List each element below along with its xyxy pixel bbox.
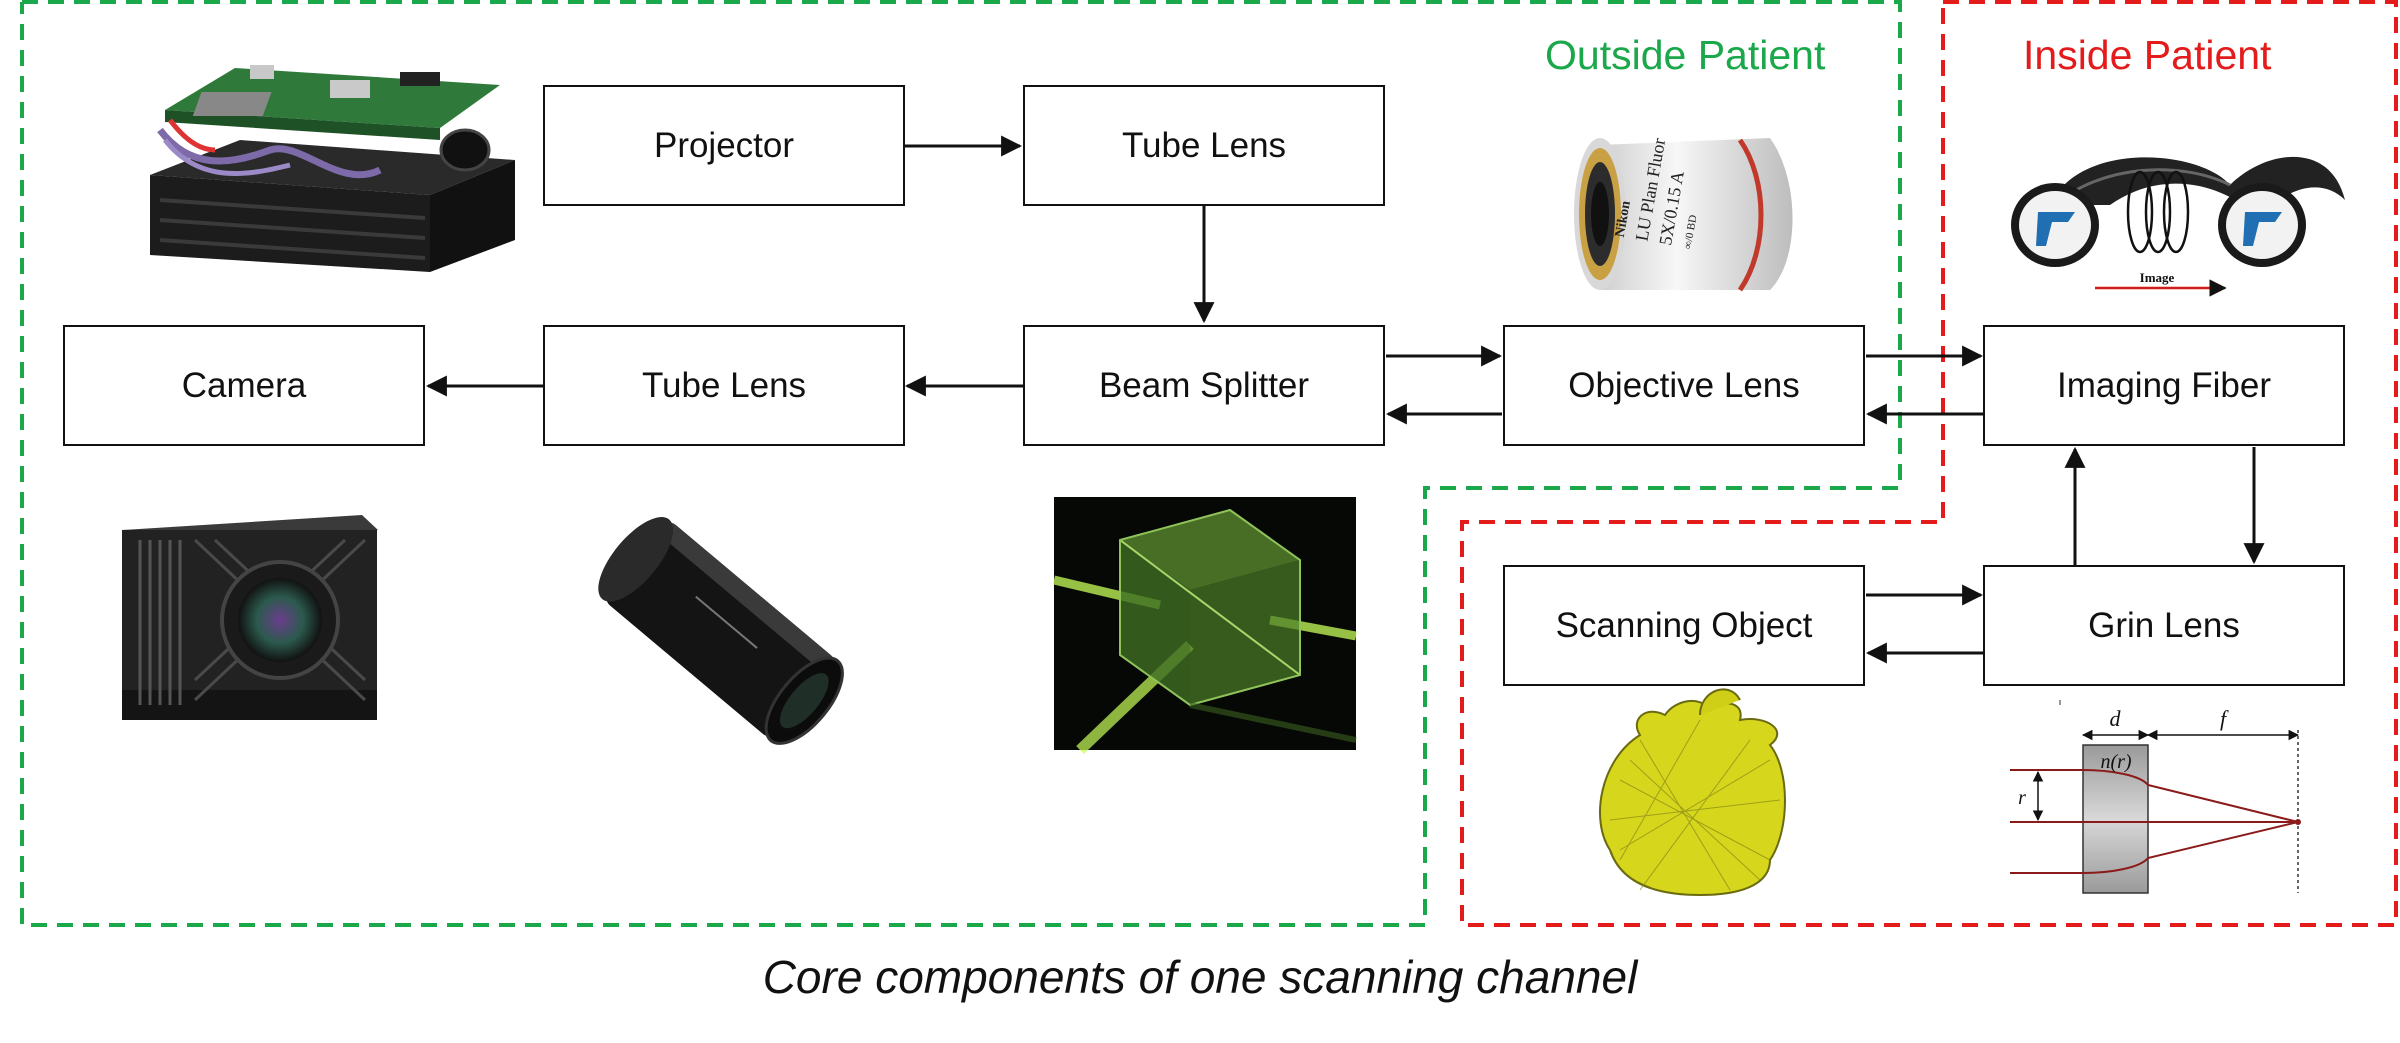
node-grin-lens: Grin Lens <box>1983 565 2345 686</box>
grin-lens-picture: d f n(r) r <box>2010 700 2301 894</box>
edges <box>425 135 2265 664</box>
node-beam-splitter-label: Beam Splitter <box>1098 365 1310 405</box>
node-tube-lens-mid: Tube Lens <box>543 325 905 446</box>
figure-caption: Core components of one scanning channel <box>762 951 1638 1003</box>
node-objective-lens: Objective Lens <box>1503 325 1865 446</box>
objective-picture: Nikon LU Plan Fluor 5X/0.15 A ∞/0 BD <box>1574 137 1793 292</box>
tube-lens-picture <box>598 517 844 745</box>
outside-patient-boundary <box>20 0 1902 927</box>
grin-r-label: r <box>2018 787 2026 809</box>
inside-patient-label: Inside Patient <box>2023 32 2272 78</box>
grin-f-label: f <box>2220 706 2229 731</box>
node-scanning-object-label: Scanning Object <box>1555 605 1813 645</box>
node-beam-splitter: Beam Splitter <box>1023 325 1385 446</box>
node-camera-label: Camera <box>181 365 307 405</box>
node-tube-lens-mid-label: Tube Lens <box>641 365 807 405</box>
grin-d-label: d <box>2110 706 2122 731</box>
grin-n-label: n(r) <box>2100 751 2131 773</box>
imaging-fiber-picture: Image <box>2011 156 2345 297</box>
camera-picture <box>122 515 378 720</box>
scanning-object-picture <box>1599 688 1786 897</box>
node-objective-lens-label: Objective Lens <box>1568 365 1800 405</box>
node-camera: Camera <box>63 325 425 446</box>
node-imaging-fiber-label: Imaging Fiber <box>2057 365 2271 405</box>
inside-patient-boundary <box>1460 0 2398 927</box>
objective-brand-text: Nikon <box>1613 200 1634 239</box>
node-grin-lens-label: Grin Lens <box>2088 605 2240 645</box>
node-tube-lens-top-label: Tube Lens <box>1121 125 1287 165</box>
projector-picture <box>150 65 515 272</box>
beam-splitter-picture <box>1052 497 1357 754</box>
node-projector-label: Projector <box>653 125 795 165</box>
fiber-image-label: Image <box>2140 270 2175 285</box>
objective-line3-text: ∞/0 BD <box>1682 214 1700 250</box>
node-projector: Projector <box>543 85 905 206</box>
node-imaging-fiber: Imaging Fiber <box>1983 325 2345 446</box>
node-scanning-object: Scanning Object <box>1503 565 1865 686</box>
node-tube-lens-top: Tube Lens <box>1023 85 1385 206</box>
outside-patient-label: Outside Patient <box>1545 32 1826 78</box>
